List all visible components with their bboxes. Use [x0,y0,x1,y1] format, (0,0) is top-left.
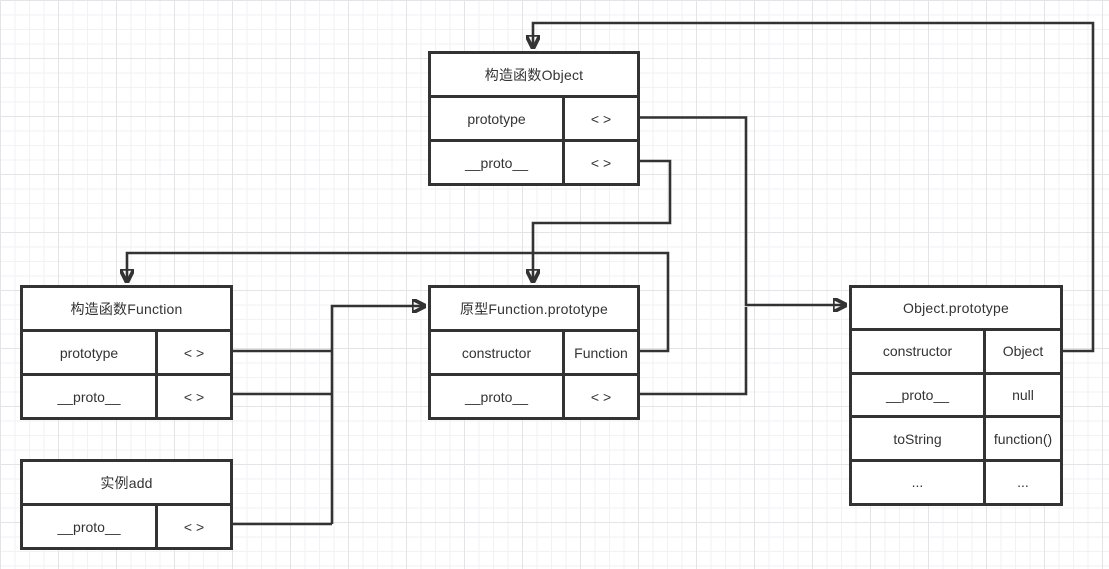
edge-object-ctor-proto-to-function-prototype [533,159,672,281]
node-row: toString function() [852,415,1060,460]
cell-key: constructor [461,344,532,361]
cell-value: Object [983,331,1060,372]
cell-value: < > [155,506,230,547]
node-function-prototype: 原型Function.prototype constructor Functio… [428,285,640,420]
node-row: __proto__ < > [431,139,637,183]
cell-key: __proto__ [57,518,121,535]
node-row: __proto__ < > [23,373,230,417]
node-object-prototype: Object.prototype constructor Object __pr… [849,285,1063,506]
node-constructor-object: 构造函数Object prototype < > __proto__ < > [428,51,640,186]
cell-value: Function [562,332,637,373]
node-constructor-function: 构造函数Function prototype < > __proto__ < > [20,285,233,420]
cell-value: < > [155,376,230,417]
edge-function-prototype-constructor-to-function-ctor [127,251,670,353]
node-instance-add: 实例add __proto__ < > [20,459,233,550]
node-title: 构造函数Object [484,66,584,83]
edge-function-prototype-proto-to-object-prototype [640,307,748,396]
cell-value: < > [155,332,230,373]
cell-key: prototype [467,110,526,127]
edge-object-prototype-constructor-to-object-ctor [533,21,1095,353]
cell-key: __proto__ [464,154,529,171]
cell-value: function() [983,418,1060,460]
cell-value: ... [983,462,1060,503]
node-row: prototype < > [431,95,637,139]
cell-value: null [983,374,1060,416]
edge-bus-to-function-prototype [330,306,424,524]
cell-key: constructor [882,343,953,360]
cell-value: < > [562,376,637,417]
node-row: ... ... [852,459,1060,503]
node-title: 实例add [100,474,153,491]
cell-key: ... [911,474,924,491]
cell-key: toString [893,430,942,447]
node-row: constructor Function [431,329,637,373]
node-row: prototype < > [23,329,230,373]
cell-key: __proto__ [57,388,121,405]
cell-key: __proto__ [885,387,950,404]
node-row: constructor Object [852,328,1060,372]
edge-object-ctor-prototype-to-object-prototype [640,116,845,306]
cell-key: __proto__ [464,388,529,405]
node-row: __proto__ < > [23,503,230,547]
cell-value: < > [562,98,637,139]
node-title: 构造函数Function [70,300,183,317]
node-row: __proto__ < > [431,373,637,417]
cell-value: < > [562,142,637,183]
node-title: Object.prototype [903,300,1009,316]
cell-key: prototype [59,344,119,361]
node-title: 原型Function.prototype [460,300,608,317]
node-row: __proto__ null [852,371,1060,416]
